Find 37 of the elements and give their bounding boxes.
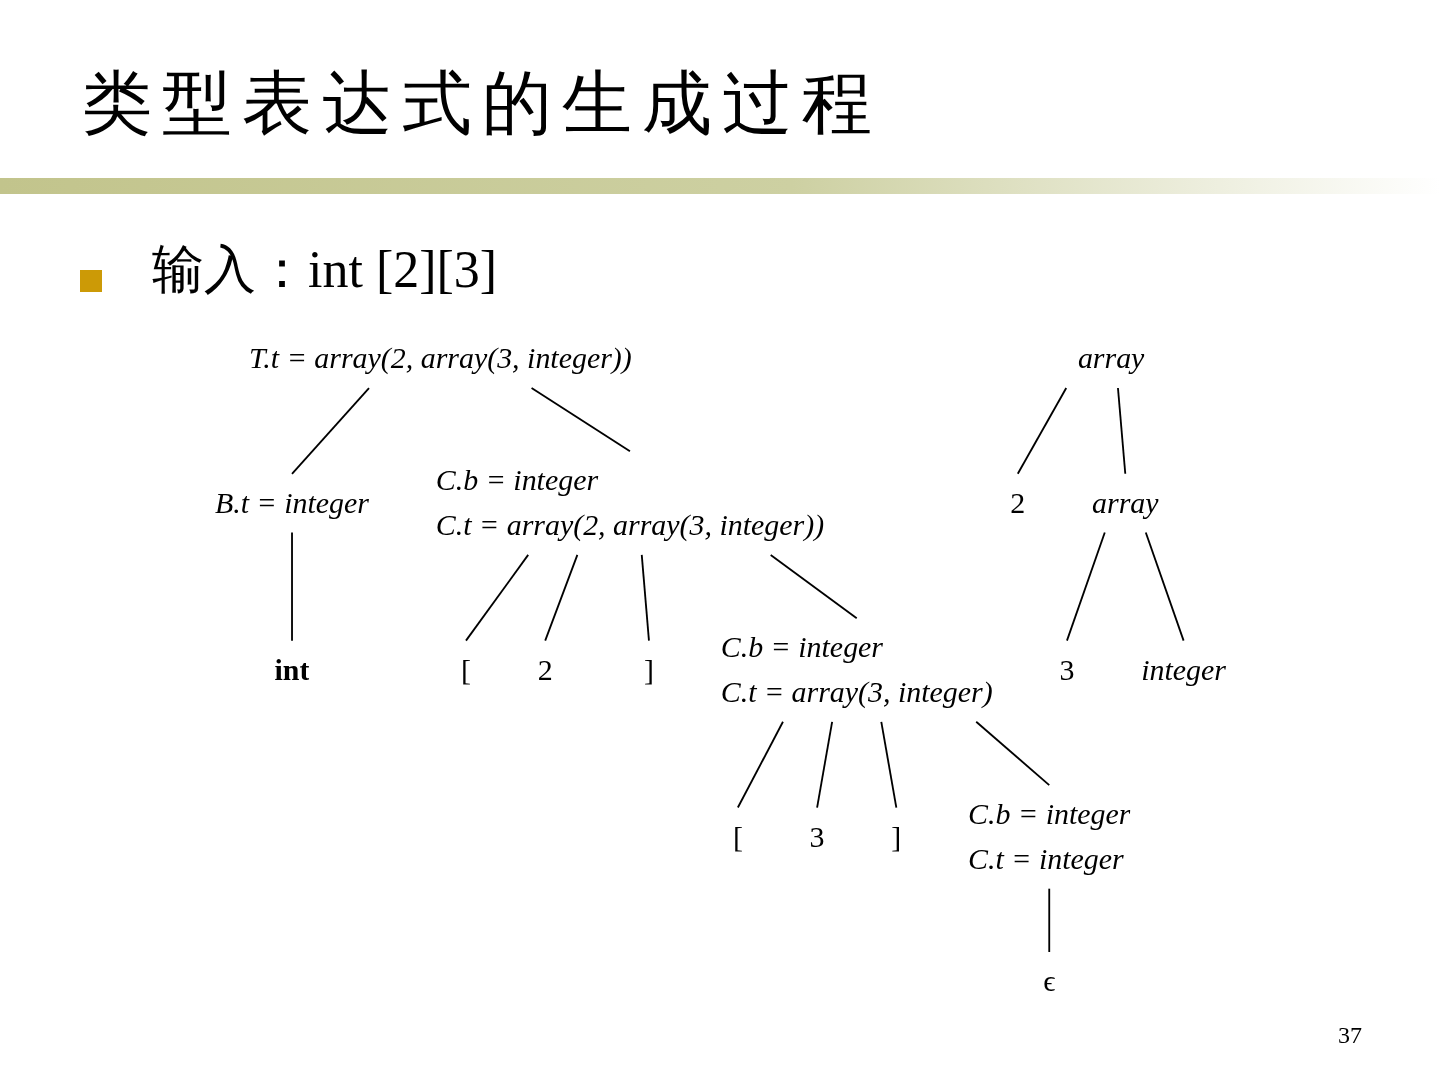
connector [879,720,897,809]
node-text: ] [890,820,901,854]
node-text: C.b = integer C.t = array(3, integer) [720,630,993,710]
connector [1065,531,1106,642]
node-text: T.t = array(2, array(3, integer)) [248,341,632,376]
node-text: integer [1140,653,1226,687]
node-text: B.t = integer [214,486,369,520]
connector [974,720,1050,786]
node-text: C.b = integer C.t = array(2, array(3, integer)) [435,463,824,543]
page-number: 37 [1338,1022,1362,1050]
slide-title: 类型表达式的生成过程 [82,64,882,144]
node-text: C.b = integer C.t = integer [967,797,1130,877]
node-text: [ [732,820,743,854]
connector [769,554,858,620]
node-text: 2 [537,653,553,687]
connector [736,720,784,809]
connector [290,387,370,475]
connector [1116,387,1126,475]
connector [1016,387,1067,475]
connector [290,531,293,642]
bullet-text: 输入：int [2][3] [152,240,498,300]
node-text: ] [643,653,654,687]
connector [640,554,650,642]
node-text: ϵ [1042,964,1055,999]
node-text: 2 [1009,486,1025,520]
node-text: int [274,653,309,687]
connector [815,720,833,809]
connector [543,554,578,642]
connector [530,387,631,453]
node-text: array [1077,341,1144,376]
node-text: [ [460,653,471,687]
node-text: 3 [1058,653,1074,687]
connector [1144,531,1184,642]
connector [1047,887,1050,953]
node-text: array [1091,486,1159,520]
node-text: 3 [809,820,825,854]
connector [464,554,529,642]
